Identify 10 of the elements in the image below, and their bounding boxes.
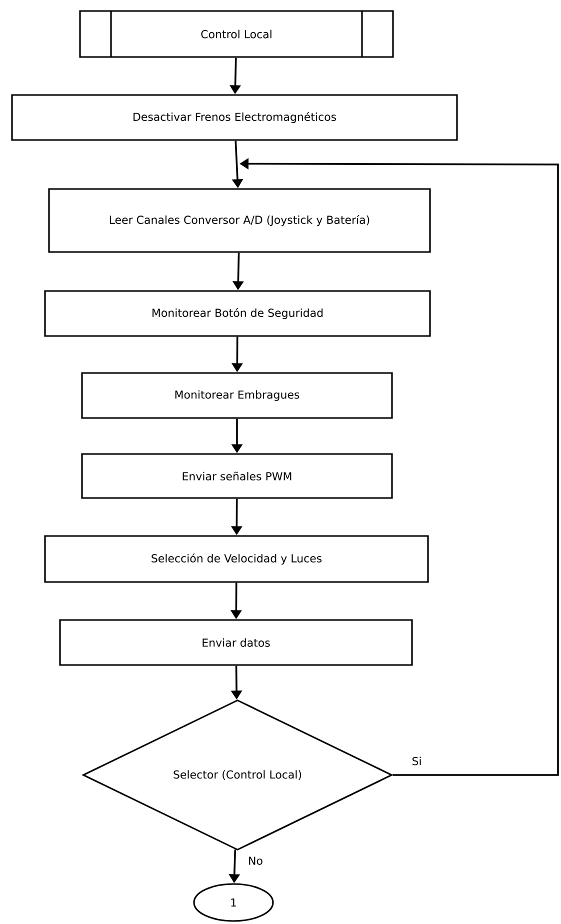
subprocess-box: Control Local	[79, 10, 394, 58]
process-box: Enviar datos	[59, 619, 413, 666]
process-box: Desactivar Frenos Electromagnéticos	[11, 94, 458, 141]
process-box: Monitorear Botón de Seguridad	[44, 290, 431, 337]
process-box: Monitorear Embragues	[81, 372, 393, 419]
edge-label: No	[249, 856, 262, 865]
process-box: Enviar señales PWM	[81, 453, 393, 499]
process-box: Selección de Velocidad y Luces	[44, 535, 429, 583]
process-box: Leer Canales Conversor A/D (Joystick y Batería)	[48, 188, 431, 253]
edge-label: Si	[412, 756, 421, 766]
